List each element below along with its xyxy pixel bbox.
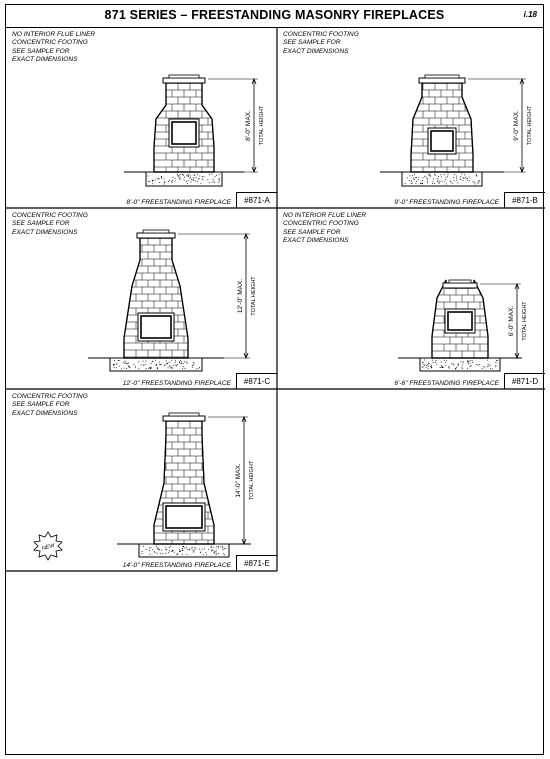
fireplace-elevation: 14'-0" MAX. TOTAL HEIGHT (117, 412, 255, 558)
fireplace-elevation: 8'-0" MAX. TOTAL HEIGHT (124, 74, 265, 187)
chimney-cap (418, 77, 466, 84)
flue-top (142, 229, 170, 234)
grid-lines (6, 27, 545, 572)
page-title: 871 SERIES – FREESTANDING MASONRY FIREPL… (104, 8, 445, 22)
dimension-sublabel: TOTAL HEIGHT (522, 301, 528, 341)
dimension-arrow-bottom (243, 352, 249, 360)
concrete-footing (401, 171, 483, 187)
firebox-opening (430, 130, 454, 152)
dimension-label: 12'-0" MAX. (237, 279, 244, 313)
dimension-arrow-bottom (241, 538, 247, 546)
fireplace-elevation: 6'-0" MAX. TOTAL HEIGHT (398, 279, 528, 372)
fireplace-elevation: 12'-0" MAX. TOTAL HEIGHT (88, 229, 257, 372)
model-code: #871-B (504, 192, 545, 208)
chimney-cap (136, 232, 176, 239)
firebox-opening (140, 315, 172, 339)
dimension-label: 8'-0" MAX. (245, 110, 252, 141)
flue-top (424, 74, 460, 79)
sheet-header: 871 SERIES – FREESTANDING MASONRY FIREPL… (6, 5, 543, 28)
chimney-cap (162, 77, 206, 84)
flue-top (168, 412, 200, 417)
dimension-sublabel: TOTAL HEIGHT (527, 105, 533, 145)
flue-top (168, 74, 200, 79)
fireplace-caption: 6'-6" FREESTANDING FIREPLACE (394, 380, 499, 387)
page-number: i.18 (523, 10, 537, 19)
fireplace-caption: 9'-0" FREESTANDING FIREPLACE (394, 199, 499, 206)
new-badge-label: NEW (41, 543, 56, 552)
dimension-sublabel: TOTAL HEIGHT (251, 276, 257, 316)
model-code: #871-E (236, 555, 277, 571)
model-code: #871-C (236, 373, 277, 389)
fireplace-caption: 8'-0" FREESTANDING FIREPLACE (126, 199, 231, 206)
firebox-opening (447, 311, 473, 331)
dimension-arrow-top (243, 232, 249, 240)
catalog-sheet: 871 SERIES – FREESTANDING MASONRY FIREPL… (5, 4, 545, 755)
new-starburst-icon (33, 531, 63, 561)
dimension-sublabel: TOTAL HEIGHT (249, 460, 255, 500)
dimension-arrow-top (514, 282, 520, 290)
firebox-opening (165, 505, 203, 529)
dimension-label: 14'-0" MAX. (235, 463, 242, 497)
new-badge: NEW (33, 531, 63, 561)
dimension-sublabel: TOTAL HEIGHT (259, 105, 265, 145)
model-code: #871-D (504, 373, 545, 389)
dimension-arrow-bottom (514, 352, 520, 360)
fireplace-caption: 12'-0" FREESTANDING FIREPLACE (122, 380, 231, 387)
dimension-arrow-top (251, 77, 257, 85)
dimension-arrow-top (241, 415, 247, 423)
firebox-opening (171, 121, 197, 145)
fireplace-caption: 14'-0" FREESTANDING FIREPLACE (122, 562, 231, 569)
fireplace-elevation: 9'-0" MAX. TOTAL HEIGHT (380, 74, 533, 187)
dimension-arrow-top (519, 77, 525, 85)
dimension-arrow-bottom (519, 166, 525, 174)
chimney-cap (442, 282, 478, 289)
model-code: #871-A (236, 192, 277, 208)
dimension-label: 6'-0" MAX. (508, 305, 515, 336)
flue-top (448, 279, 472, 284)
dimension-arrow-bottom (251, 166, 257, 174)
dimension-label: 9'-0" MAX. (513, 110, 520, 141)
